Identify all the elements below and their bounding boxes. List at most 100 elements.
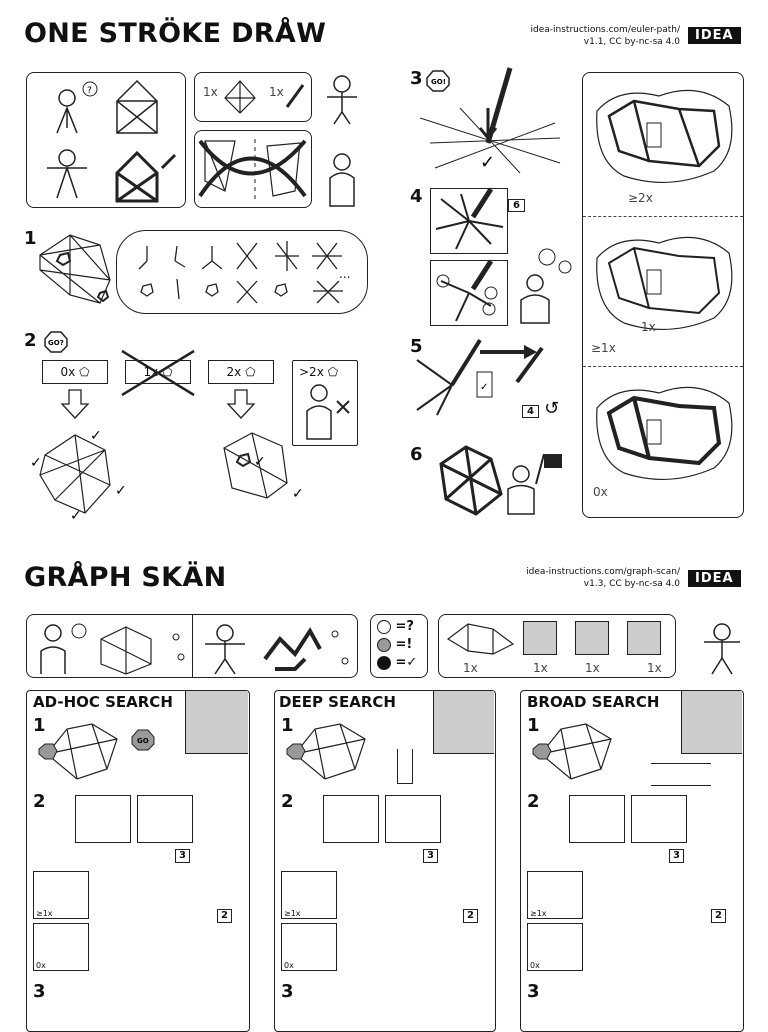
side-divider-1 — [583, 216, 743, 217]
panel-deep-back: 2 — [463, 909, 478, 923]
panel-broad-step-2: 2 — [527, 791, 540, 812]
panel-ad-hoc-empty-box — [137, 795, 193, 843]
legend-label-2: =! — [395, 637, 413, 652]
flow-graph-art — [446, 623, 515, 655]
panel-deep-jump: 3 — [423, 849, 438, 863]
intro-count-2: 1x — [269, 85, 284, 99]
side-note-1x: 1x — [641, 320, 656, 334]
euler-url[interactable]: idea-instructions.com/euler-path/ — [530, 25, 680, 35]
standing-figure — [322, 138, 362, 212]
euler-step-5: 5 — [410, 336, 423, 357]
checked-graph-right: ✓✓ — [212, 428, 307, 507]
checked-graph-left: ✓✓✓✓ — [30, 425, 130, 524]
mini-graph-icon — [224, 80, 256, 114]
graph-version: v1.3, CC by-nc-sa 4.0 — [583, 579, 680, 589]
side-note-ge2: ≥2x — [628, 191, 653, 205]
grey-node-icon — [377, 637, 391, 652]
legend-label-3: =✓ — [395, 655, 418, 670]
svg-text:✓: ✓ — [90, 428, 102, 444]
legend-row-3: =✓ — [377, 655, 417, 670]
legend-row-1: =? — [377, 619, 414, 634]
panel-ad-hoc-title: AD-HOC SEARCH — [33, 693, 173, 711]
legend-box: =? =! =✓ — [370, 614, 428, 678]
jump-4-text: 4 — [522, 405, 539, 418]
intro-box-cross — [194, 130, 312, 208]
flow-count-2: 1x — [533, 661, 548, 675]
panel-broad-box-b — [631, 795, 687, 843]
side-graph-3 — [596, 386, 733, 480]
jump-6-text: 6 — [508, 199, 525, 212]
panel-broad-step-3: 3 — [527, 981, 540, 1002]
svg-text:?: ? — [87, 86, 92, 96]
label-2x-text: 2x — [226, 365, 242, 379]
step3-star: ✓ — [419, 67, 561, 182]
flow-box: 1x 1x 1x 1x — [438, 614, 676, 678]
panel-broad-box-a — [569, 795, 625, 843]
graph-meta: idea-instructions.com/graph-scan/ v1.3, … — [500, 566, 680, 590]
euler-meta: idea-instructions.com/euler-path/ v1.1, … — [500, 24, 680, 48]
panel-ad-hoc: AD-HOC SEARCH 1 GO 2 3 ≥1x 0x 2 3 — [26, 690, 250, 1032]
flow-step-deep — [575, 621, 609, 655]
graph-url[interactable]: idea-instructions.com/graph-scan/ — [526, 567, 680, 577]
intro-figure-art: ? — [47, 79, 177, 203]
label-more-text: >2x ⬠ — [299, 365, 339, 379]
panel-ad-hoc-step-3: 3 — [33, 981, 46, 1002]
side-divider-2 — [583, 366, 743, 367]
euler-version: v1.1, CC by-nc-sa 4.0 — [583, 37, 680, 47]
panel-broad-icon — [681, 691, 742, 754]
svg-text:✓: ✓ — [480, 152, 495, 173]
panel-ad-hoc-back: 2 — [217, 909, 232, 923]
panel-broad-case-b: 0x — [527, 923, 583, 971]
panel-broad: BROAD SEARCH 1 2 3 ≥1x 0x 2 3 — [520, 690, 744, 1032]
side-graph-1 — [596, 89, 733, 183]
panel-broad-title: BROAD SEARCH — [527, 693, 660, 711]
flow-count-3: 1x — [585, 661, 600, 675]
euler-step-3: 3 — [410, 68, 423, 89]
panel-ad-hoc-ge1: ≥1x — [36, 909, 53, 918]
side-note-ge1: ≥1x — [591, 341, 616, 355]
panel-deep-box-b — [385, 795, 441, 843]
panel-deep-ge1: ≥1x — [284, 909, 301, 918]
euler-step-2: 2 — [24, 330, 37, 351]
panel-ad-hoc-case-a: ≥1x — [33, 871, 89, 919]
panel-deep-case-b: 0x — [281, 923, 337, 971]
label-0x-text: 0x — [60, 365, 76, 379]
white-node-icon — [377, 619, 391, 634]
arrow-down-icon — [60, 389, 90, 424]
pencil-icon — [285, 84, 305, 108]
panel-deep-step-2: 2 — [281, 791, 294, 812]
jump-4-tag: 4 ↺ — [522, 398, 559, 419]
step6-art — [436, 444, 576, 520]
euler-step-1: 1 — [24, 228, 37, 249]
panel-deep-step-1: 1 — [281, 715, 294, 736]
label-more-count: >2x — [299, 365, 324, 379]
graph-logo: IDEA — [688, 570, 741, 587]
thinking-figure — [312, 72, 362, 131]
loop-icon: ↺ — [544, 398, 560, 419]
panel-broad-line-2 — [651, 785, 711, 786]
panel-broad-jump: 3 — [669, 849, 684, 863]
step5-art: ✓ — [412, 338, 552, 424]
panel-ad-hoc-step-2: 2 — [33, 791, 46, 812]
panel-broad-0x: 0x — [530, 961, 540, 970]
jump-6-tag: 6 — [508, 193, 525, 212]
side-panel: ≥2x 1x ≥1x 0x — [582, 72, 744, 518]
flow-count-4: 1x — [647, 661, 662, 675]
panel-deep-stack — [397, 749, 413, 784]
go-question-badge: GO? — [44, 331, 68, 357]
go-text: GO — [137, 737, 149, 745]
euler-step-6: 6 — [410, 444, 423, 465]
flow-count-1: 1x — [463, 661, 478, 675]
go-badge-text: GO! — [431, 78, 446, 86]
svg-text:✓: ✓ — [70, 508, 82, 524]
label-1x: 1x ⬠ — [121, 349, 195, 397]
intro-box-topright: 1x 1x — [194, 72, 312, 122]
graph-intro-divider — [192, 615, 193, 677]
panel-deep-icon — [433, 691, 494, 754]
panel-ad-hoc-step-1: 1 — [33, 715, 46, 736]
panel-ad-hoc-jump: 3 — [175, 849, 190, 863]
graph-intro-left-art — [40, 623, 185, 675]
svg-text:✓: ✓ — [292, 486, 304, 502]
panel-ad-hoc-case-b: 0x — [33, 923, 89, 971]
panel-broad-graph — [532, 723, 612, 780]
